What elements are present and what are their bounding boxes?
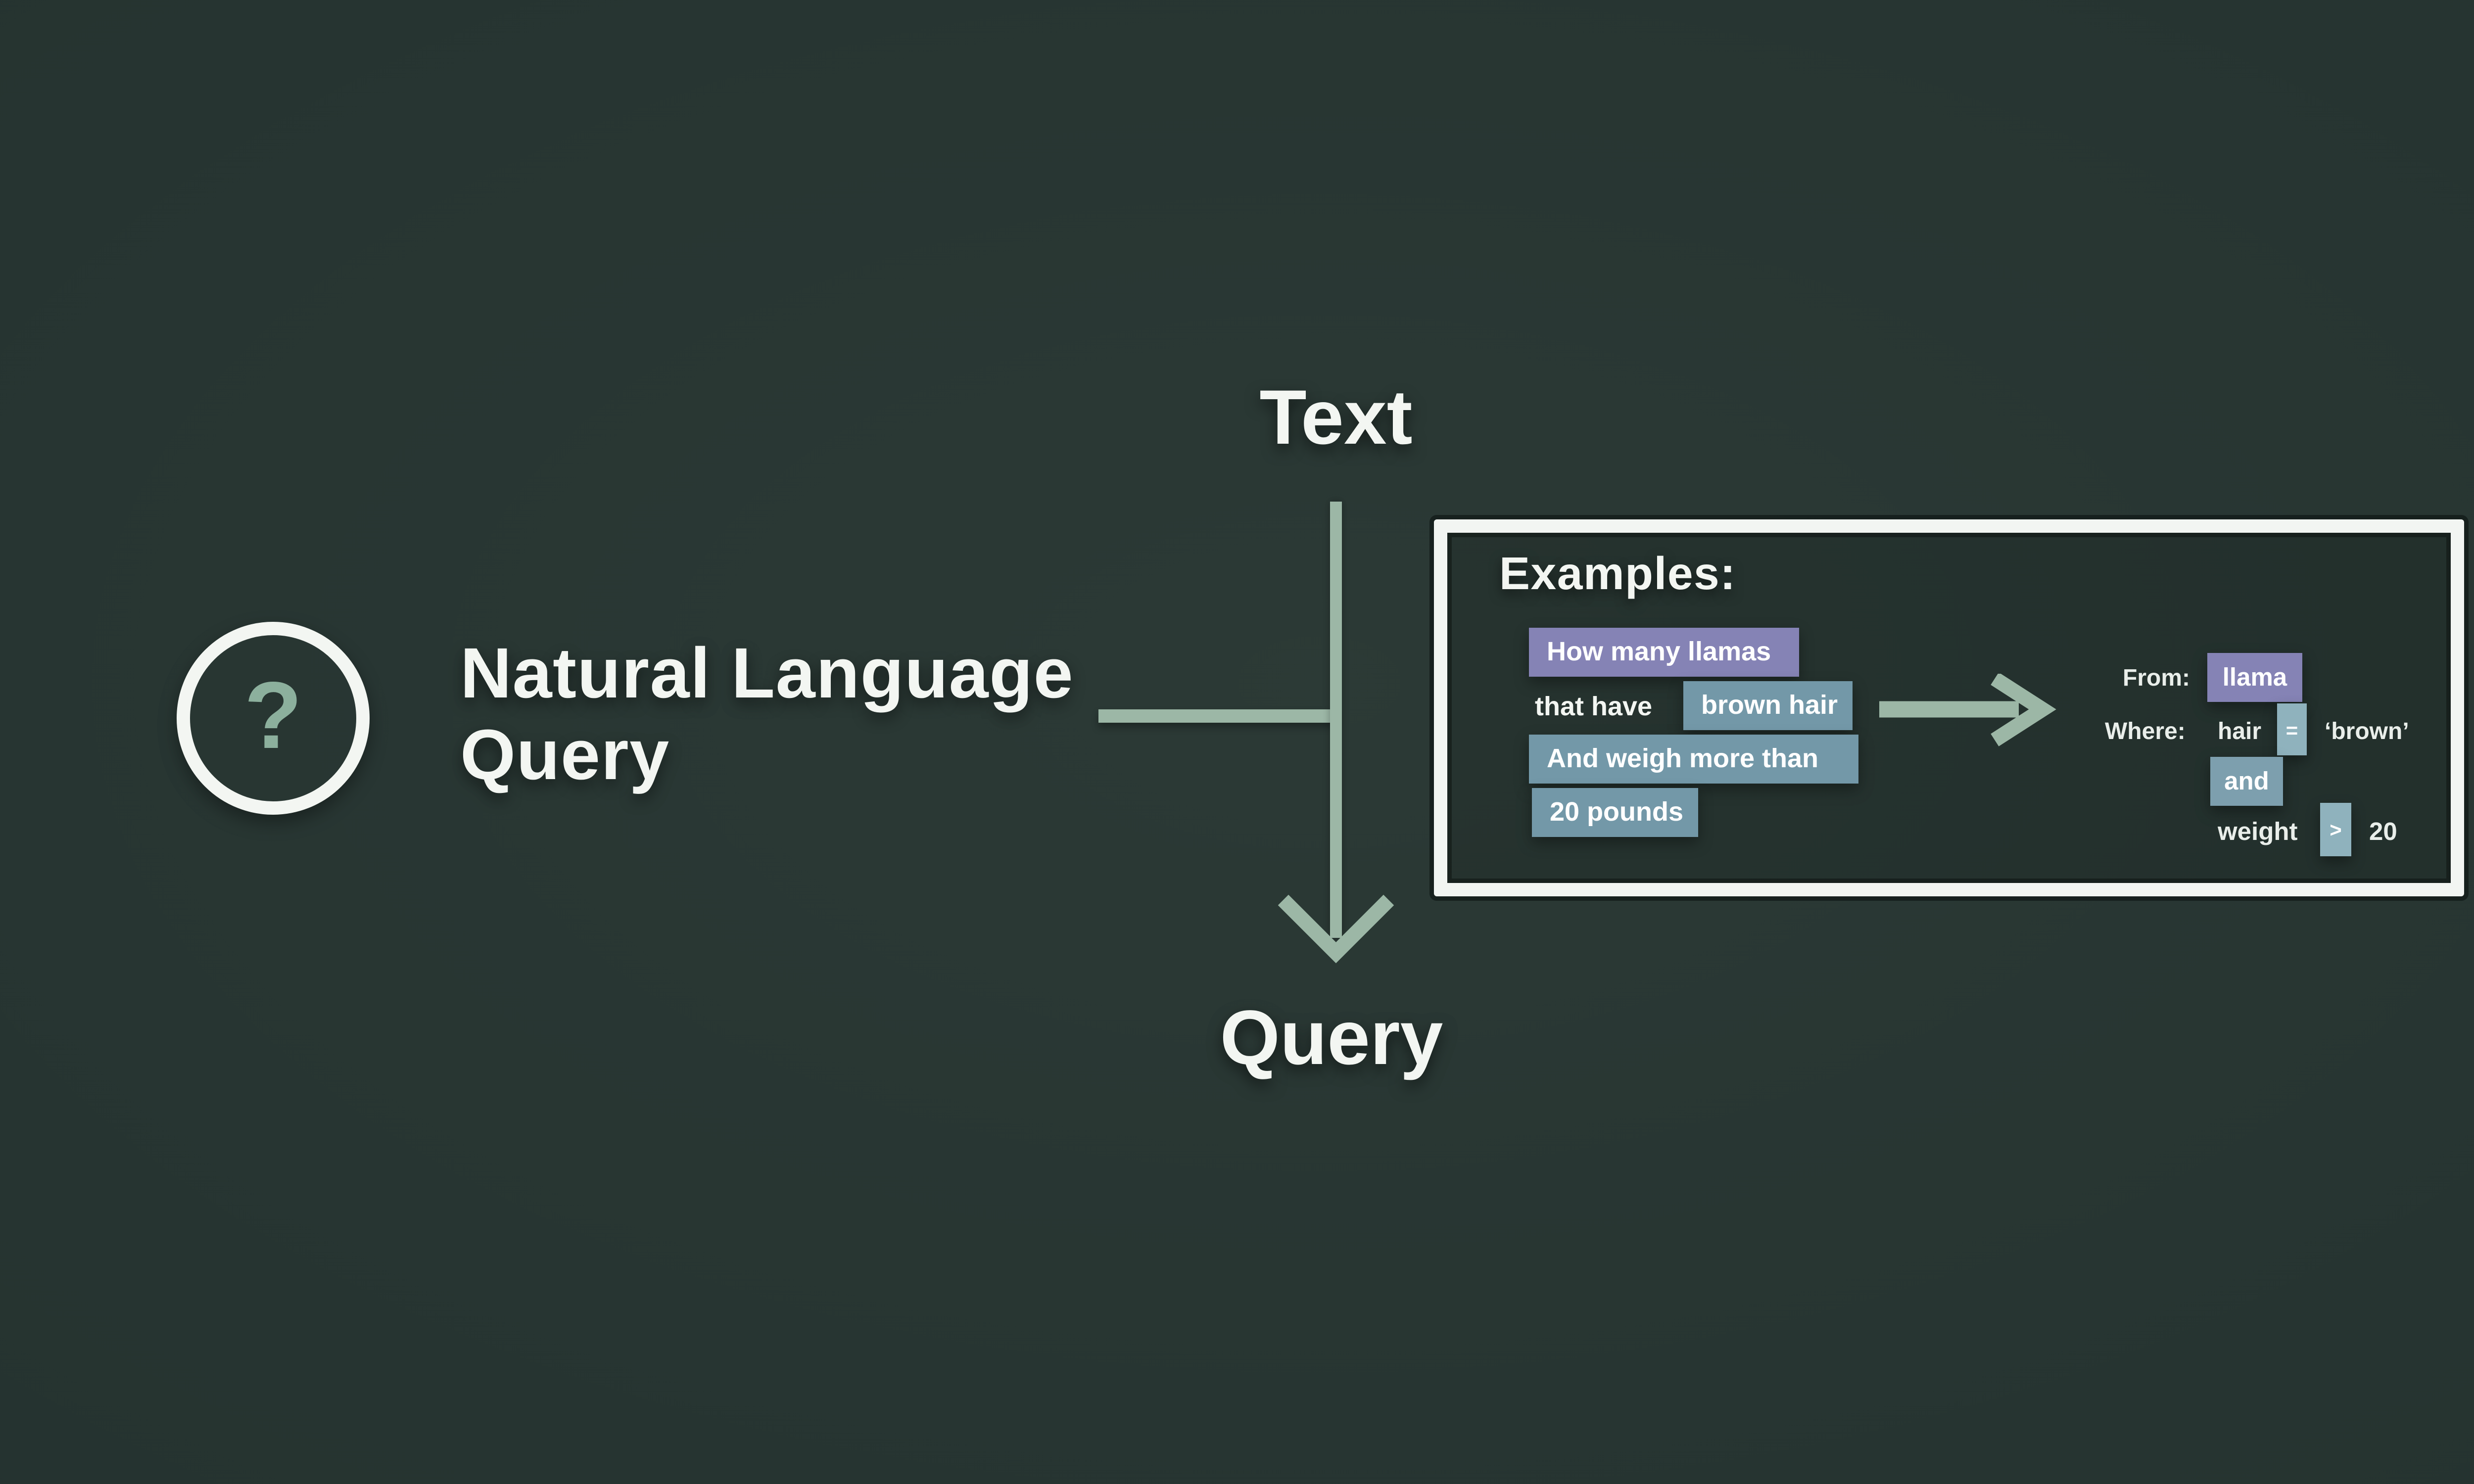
- query-field-weight: weight: [2218, 818, 2298, 846]
- query-chip-and: and: [2210, 757, 2283, 806]
- query-where-label: Where:: [2105, 720, 2186, 745]
- question-circle-icon: ?: [177, 622, 370, 815]
- text-label: Text: [1259, 375, 1413, 462]
- query-value-20: 20: [2369, 818, 2397, 846]
- query-value-brown: ‘brown’: [2325, 720, 2409, 745]
- down-arrow-shaft: [1330, 502, 1342, 938]
- query-from-label: From:: [2123, 666, 2190, 692]
- natural-language-query-line1: Natural Language: [460, 635, 1074, 714]
- down-arrowhead-icon: [1278, 894, 1394, 964]
- natural-language-query-label: Natural Language Query: [460, 634, 1074, 797]
- phrase-chip-how-many-llamas: How many llamas: [1529, 628, 1799, 677]
- natural-language-query-line2: Query: [460, 717, 670, 795]
- query-chip-greater-than-operator: >: [2320, 803, 2351, 856]
- query-chip-llama: llama: [2207, 653, 2302, 702]
- branch-connector-line: [1098, 709, 1336, 723]
- phrase-chip-brown-hair: brown hair: [1683, 681, 1853, 730]
- phrase-text-that-have: that have: [1535, 692, 1653, 721]
- phrase-chip-20-pounds: 20 pounds: [1532, 788, 1698, 837]
- phrase-chip-and-weigh-more-than: And weigh more than: [1529, 735, 1858, 784]
- right-arrow-icon: [1879, 674, 2056, 746]
- query-chip-equals-operator: =: [2277, 703, 2307, 755]
- query-label: Query: [1220, 996, 1443, 1082]
- question-mark-icon: ?: [244, 662, 302, 769]
- query-field-hair: hair: [2218, 720, 2262, 745]
- examples-title: Examples:: [1499, 548, 1736, 600]
